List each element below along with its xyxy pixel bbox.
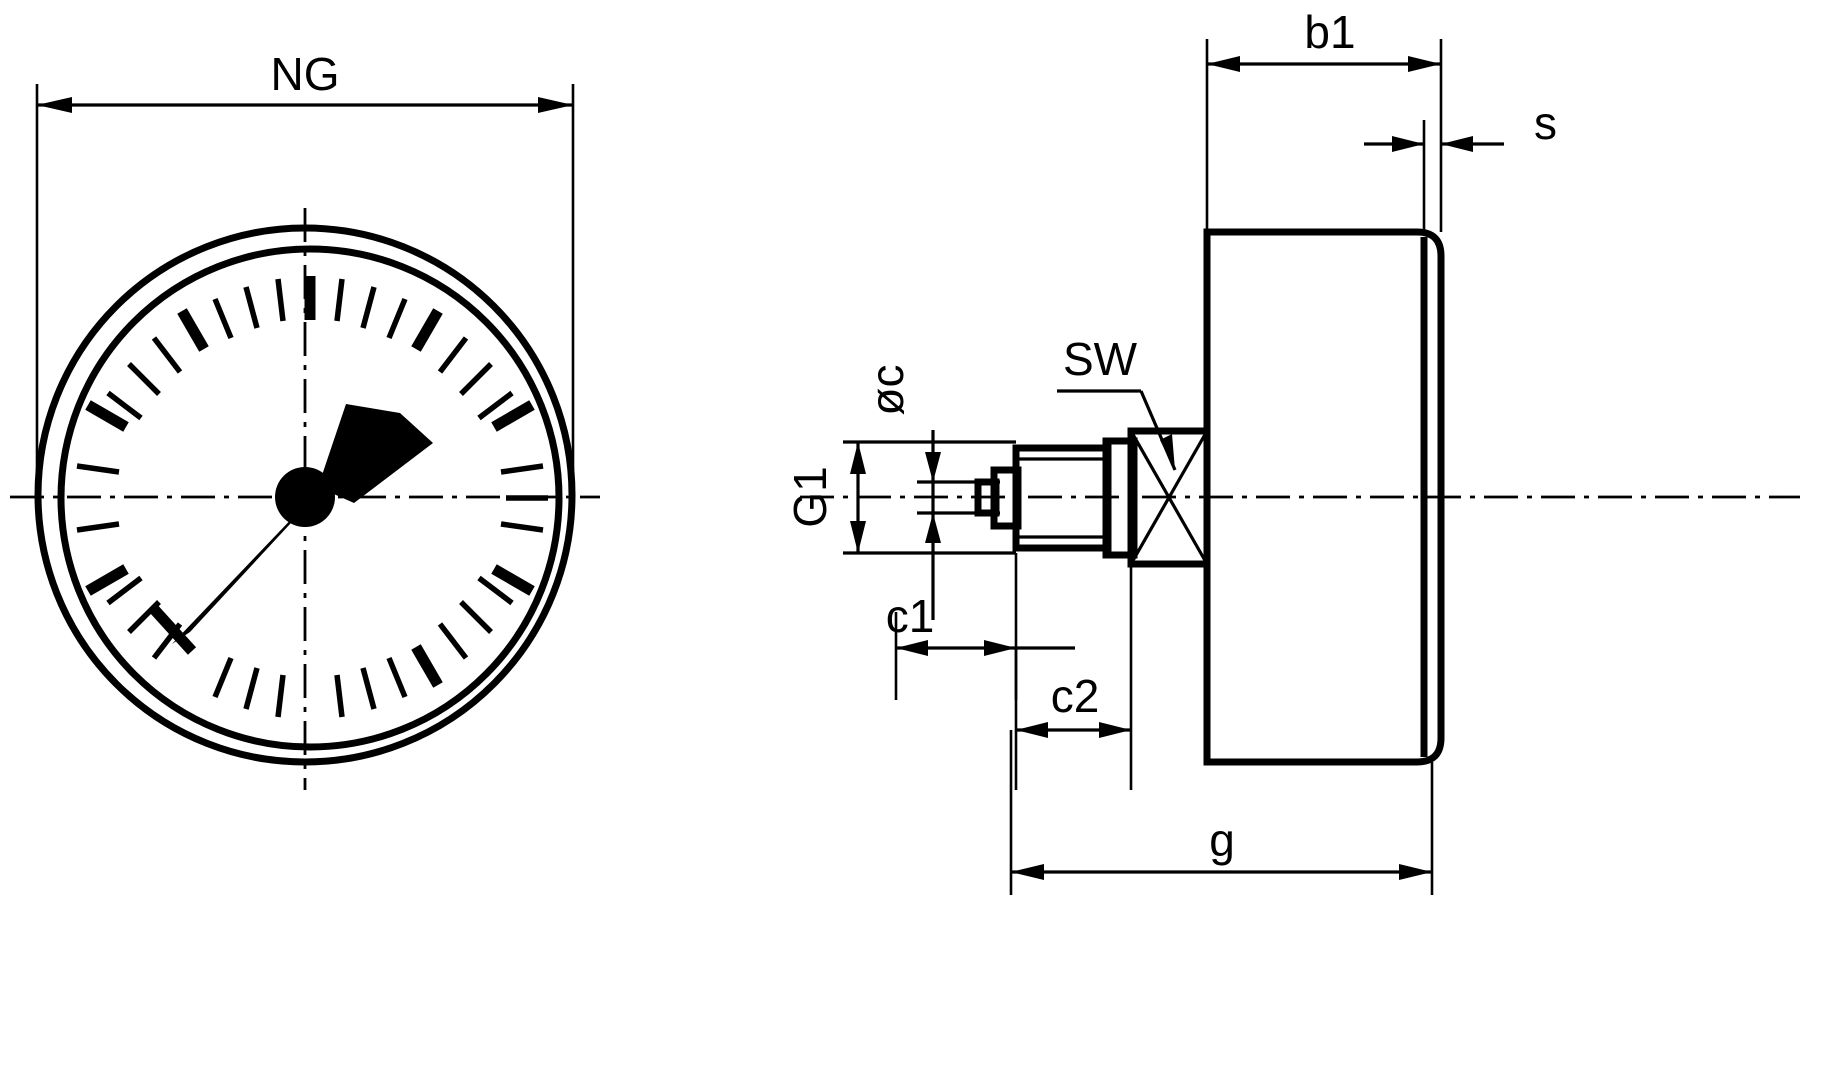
gauge-side-view: b1 s SW G1 xyxy=(784,6,1800,895)
threaded-stem-assembly xyxy=(974,437,1138,559)
g-dimension: g xyxy=(1009,730,1434,895)
gauge-front-view xyxy=(10,208,600,790)
gauge-pointer xyxy=(147,404,433,655)
b1-arrow-right xyxy=(1408,56,1441,72)
dial-major-ticks xyxy=(85,276,535,688)
g1-arrow-bottom xyxy=(850,521,866,553)
s-dimension: s xyxy=(1364,97,1557,232)
hex-cross-line-2 xyxy=(1129,430,1209,565)
phi-c-dimension: øc xyxy=(861,364,1000,620)
b1-arrow-left xyxy=(1207,56,1240,72)
c2-dimension: c2 xyxy=(1014,564,1133,790)
ng-arrow-left xyxy=(37,97,72,113)
phic-arrow-top xyxy=(925,452,941,482)
dial-minor-ticks xyxy=(76,278,548,718)
dial-tick-marks xyxy=(76,276,548,718)
c1-arrow-right xyxy=(984,640,1016,656)
ng-label: NG xyxy=(271,48,340,100)
sw-dimension: SW xyxy=(1057,333,1177,471)
sw-label: SW xyxy=(1063,333,1138,385)
pointer-counterweight xyxy=(318,404,433,503)
c2-label: c2 xyxy=(1051,670,1100,722)
s-arrow-inner-right xyxy=(1441,136,1473,152)
b1-dimension: b1 xyxy=(1205,6,1443,232)
c2-arrow-right xyxy=(1099,722,1131,738)
c1-arrow-left xyxy=(896,640,928,656)
c1-dimension: c1 xyxy=(886,553,1075,700)
case-body-outline xyxy=(1203,228,1445,766)
s-arrow-inner-left xyxy=(1392,136,1424,152)
sw-leader-arrow xyxy=(1160,434,1175,470)
pointer-hub xyxy=(275,467,335,527)
g-label: g xyxy=(1209,814,1235,866)
ng-dimension: NG xyxy=(35,48,575,500)
c1-label: c1 xyxy=(886,590,935,642)
phic-arrow-bottom xyxy=(925,513,941,543)
g-arrow-left xyxy=(1011,864,1044,880)
phi-c-label: øc xyxy=(861,364,913,415)
g1-dimension: G1 xyxy=(784,440,1016,555)
gauge-dial-circle xyxy=(57,245,563,751)
b1-label: b1 xyxy=(1304,6,1355,58)
pointer-tip-crossbar xyxy=(147,603,197,655)
ng-arrow-right xyxy=(538,97,573,113)
g-arrow-right xyxy=(1399,864,1432,880)
s-label: s xyxy=(1534,97,1557,149)
pointer-needle xyxy=(172,496,316,644)
g1-arrow-top xyxy=(850,442,866,474)
c2-arrow-left xyxy=(1016,722,1048,738)
g1-label: G1 xyxy=(784,466,836,527)
